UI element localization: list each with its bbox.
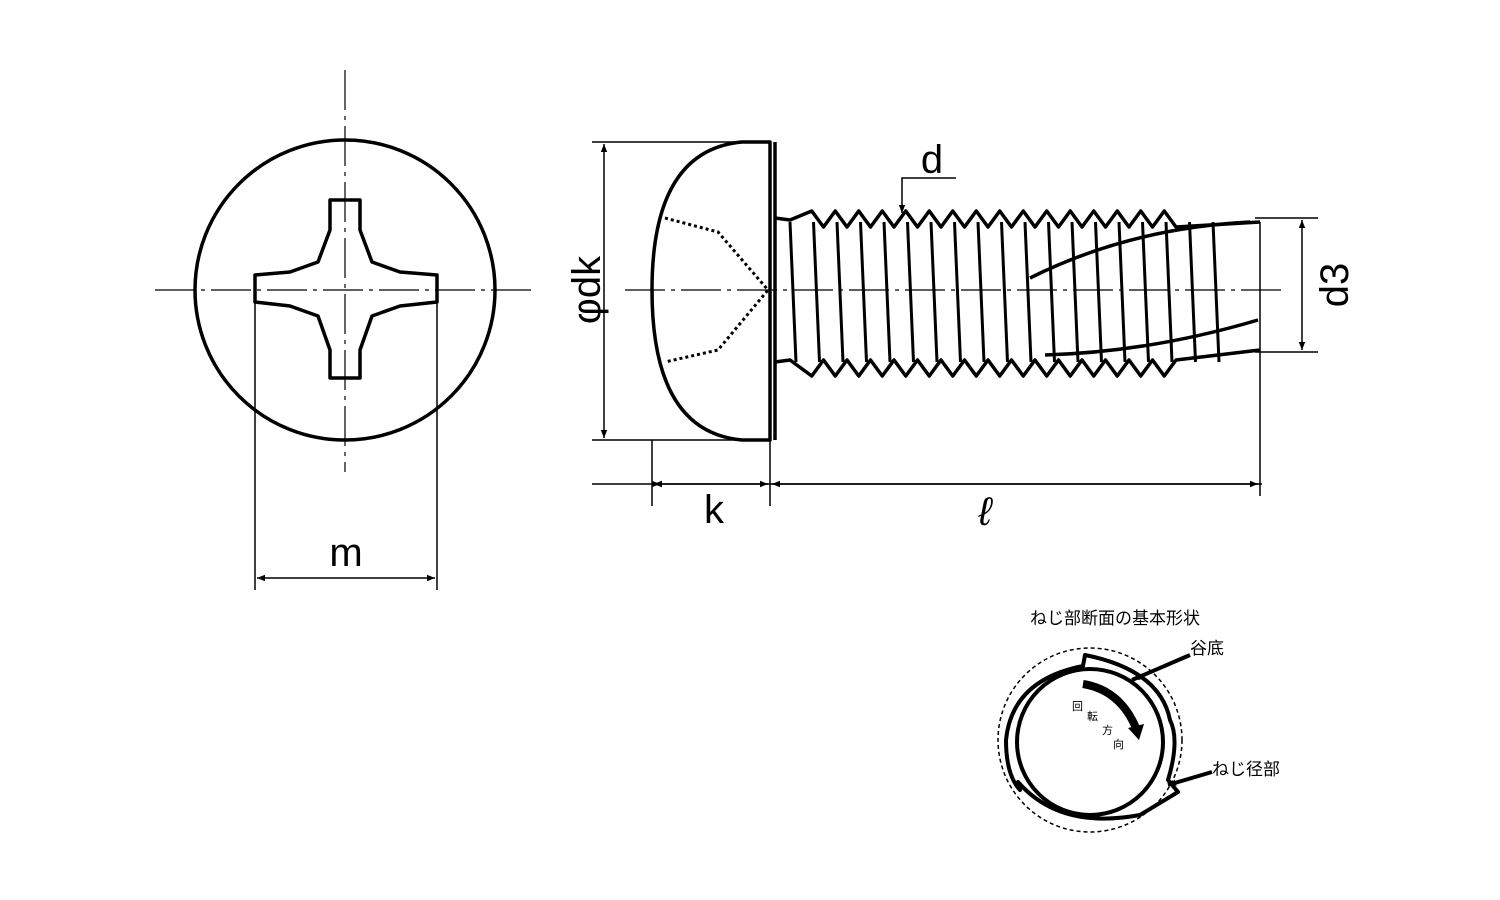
thread-line — [835, 221, 845, 363]
detail-title: ねじ部断面の基本形状 — [1030, 609, 1200, 628]
k-label: k — [704, 488, 725, 532]
thread-line — [859, 221, 868, 363]
thread-line — [1117, 221, 1127, 363]
thread-line — [1164, 221, 1174, 363]
thread-section-detail: ねじ部断面の基本形状 回 転 方 向 谷底 ねじ径部 — [997, 609, 1280, 833]
thread-line — [1023, 221, 1033, 363]
thread-line — [788, 221, 798, 363]
side-view: φdk k ℓ d d3 — [565, 138, 1357, 534]
thread-line — [1047, 221, 1056, 363]
svg-text:回: 回 — [1072, 700, 1083, 713]
thread-line — [906, 221, 915, 363]
thread-line — [1211, 221, 1221, 363]
thread-diameter-label: ねじ径部 — [1212, 760, 1280, 779]
thread-line — [953, 221, 962, 363]
thread-line — [812, 221, 821, 363]
svg-text:方: 方 — [1102, 723, 1113, 737]
cross-recess — [253, 198, 439, 380]
thread-line — [1141, 221, 1150, 363]
thread-line — [1000, 221, 1009, 363]
thread-line — [1070, 221, 1080, 363]
major-diameter-circle — [997, 647, 1183, 833]
thread-line — [1094, 221, 1103, 363]
recess-hidden-line — [664, 216, 770, 364]
thread-top-profile — [774, 209, 1261, 229]
thread-body — [773, 142, 1261, 440]
rotation-arrow — [1082, 680, 1140, 730]
thread-bottom-profile — [774, 348, 1261, 378]
thread-line — [882, 221, 892, 363]
m-label: m — [329, 531, 362, 575]
l-label: ℓ — [978, 490, 994, 534]
thread-line — [976, 221, 986, 363]
head-profile — [650, 140, 772, 442]
d3-label: d3 — [1313, 263, 1357, 308]
thread-lobe — [1004, 653, 1180, 821]
dk-label: φdk — [565, 255, 609, 324]
root-circle — [1015, 667, 1165, 817]
d-leader — [898, 177, 956, 213]
front-view: m — [155, 70, 535, 590]
d-label: d — [921, 138, 943, 182]
svg-text:向: 向 — [1113, 737, 1124, 751]
root-label: 谷底 — [1190, 639, 1224, 658]
thread-taper — [1029, 220, 1259, 357]
thread-line — [1188, 221, 1197, 363]
svg-text:転: 転 — [1087, 710, 1098, 723]
thread-line — [929, 221, 939, 363]
